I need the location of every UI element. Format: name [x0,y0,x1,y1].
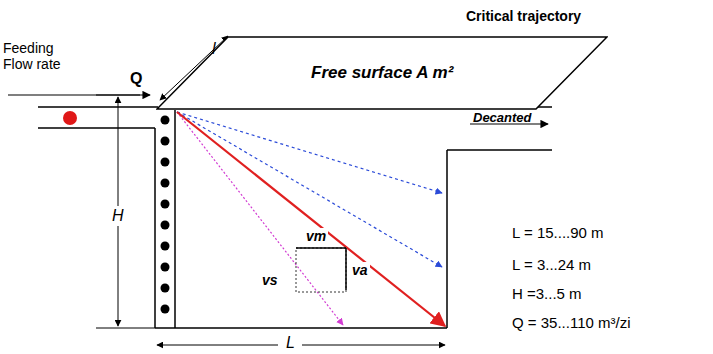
height-symbol: H [110,207,126,225]
velocity-triangle [296,248,346,292]
inlet-label: Feeding Flow rate [3,40,81,72]
velocity-label: vs [260,272,280,288]
range-note: Q = 35...110 m³/zi [512,314,631,331]
diffuser-holes [161,116,170,314]
diagram-title: Critical trajectory [466,8,581,24]
velocity-label: va [350,262,370,278]
trajectory [177,112,442,193]
width-symbol: l [212,40,216,58]
tank-walls [38,107,552,328]
free-surface: Free surface A m² [156,36,608,110]
flow-symbol: Q [130,70,142,88]
range-note: L = 15....90 m [512,224,604,241]
outlet-label: Decanted [473,111,532,126]
critical-trajectory [177,112,445,326]
node-text: Free surface A m² [311,63,453,83]
trajectory [177,112,442,267]
range-note: L = 3...24 m [512,256,591,273]
feed-arrow [8,94,150,95]
height-dimension [96,95,155,328]
inlet-dot [63,111,77,125]
range-note: H =3...5 m [512,285,582,302]
trajectory [177,112,343,325]
velocity-label: vm [304,228,328,244]
length-dimension [157,345,445,346]
length-symbol: L [284,334,297,352]
